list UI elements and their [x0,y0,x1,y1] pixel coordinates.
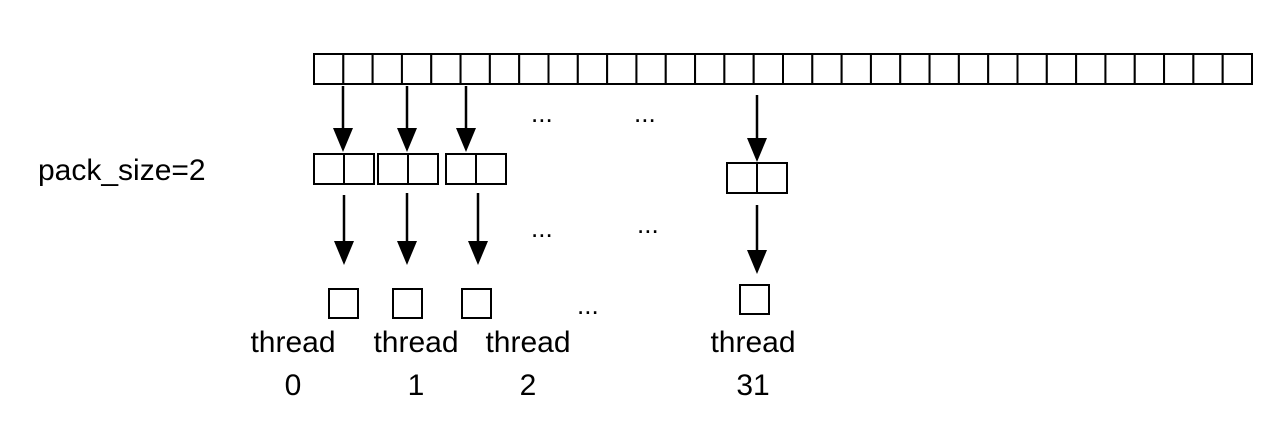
source-cell [1163,53,1195,85]
source-cell [694,53,726,85]
source-cell [606,53,638,85]
source-cell [899,53,931,85]
pack-size-label: pack_size=2 [38,154,206,187]
thread-index-1: 1 [408,369,425,402]
source-cell [1133,53,1166,85]
thread-label-31: thread [710,326,795,359]
source-cell [1045,53,1078,85]
pack-cell [756,162,788,194]
source-cell [928,53,960,85]
source-cell [430,53,462,85]
thread-index-2: 2 [520,369,537,402]
thread-boxes [328,284,770,319]
down-arrow [747,205,767,274]
source-cell [752,53,784,85]
source-cell [664,53,697,85]
thread-box [739,284,770,315]
source-cell [313,53,345,85]
source-cell [987,53,1019,85]
source-cell [840,53,872,85]
arrows [333,86,767,274]
thread-index-0: 0 [285,369,302,402]
pack-group [445,153,507,185]
pack-groups [313,153,788,194]
pack-cell [377,153,409,185]
pack-cell [343,153,375,185]
source-cell [723,53,755,85]
pack-cell [475,153,507,185]
ellipsis-row1-a: ... [531,98,553,128]
pack-group [313,153,375,185]
down-arrow [333,86,353,152]
source-cell [1221,53,1253,85]
source-cell [547,53,579,85]
pack-cell [313,153,345,185]
source-cell [1016,53,1048,85]
source-cell [400,53,433,85]
source-cell [371,53,403,85]
ellipsis-row1-b: ... [634,98,656,128]
thread-index-31: 31 [736,369,769,402]
thread-box [461,288,492,319]
ellipsis-row2-b: ... [637,209,659,239]
pack-cell [726,162,758,194]
pack-group [726,162,788,194]
thread-label-1: thread [373,326,458,359]
thread-label-0: thread [250,326,335,359]
source-cell [459,53,491,85]
thread-label-2: thread [485,326,570,359]
pack-group [377,153,439,185]
pack-cell [445,153,477,185]
source-cell [342,53,374,85]
source-cell [782,53,814,85]
ellipsis-row2-a: ... [531,213,553,243]
pack-cell [407,153,439,185]
down-arrow [334,195,354,265]
source-cell [1104,53,1136,85]
source-cell [635,53,667,85]
source-cell [811,53,843,85]
thread-box [328,288,359,319]
source-cell [1075,53,1107,85]
ellipsis-row3: ... [577,290,599,320]
down-arrow [397,86,417,152]
source-cell [957,53,990,85]
source-array [313,53,1253,85]
down-arrow [747,95,767,162]
source-cell [518,53,550,85]
down-arrow [468,193,488,265]
thread-box [392,288,423,319]
down-arrow [397,193,417,265]
source-cell [1192,53,1224,85]
source-cell [869,53,902,85]
source-cell [576,53,609,85]
source-cell [488,53,521,85]
down-arrow [456,86,476,152]
